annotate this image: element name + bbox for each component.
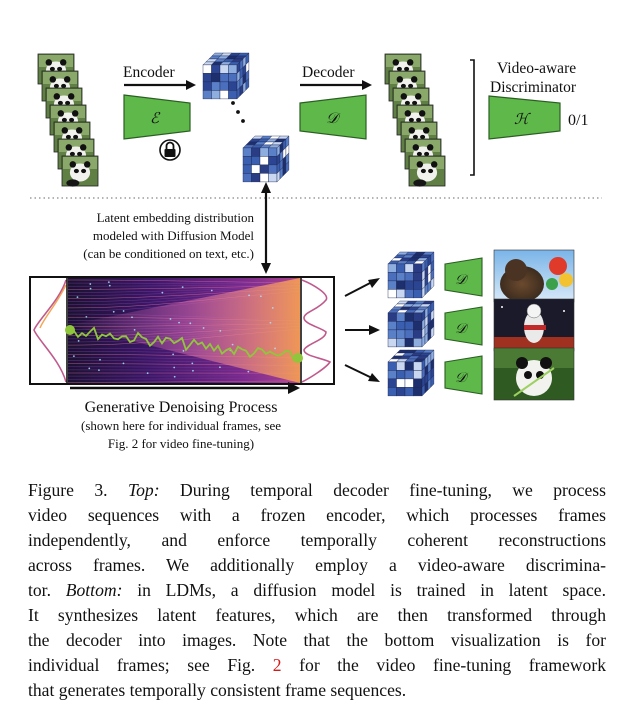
encoder-label: Encoder: [123, 64, 175, 81]
video-frame: [61, 155, 99, 187]
svg-text:𝒟: 𝒟: [455, 272, 469, 288]
sample-row: 𝒟: [387, 298, 575, 352]
caption-line-9: that generates temporally consistent fra…: [28, 680, 407, 700]
decoder-arrow: [300, 80, 372, 90]
decoder-module-sample: 𝒟: [444, 355, 483, 395]
discriminator-title-2: Discriminator: [490, 79, 577, 96]
process-note-1: (shown here for individual frames, see: [81, 418, 281, 433]
caption-line-2: video sequences with a frozen encoder, w…: [28, 505, 606, 525]
caption-line-8: individual frames; see Fig. 2 for the vi…: [28, 655, 606, 675]
panda-eating-image: [493, 347, 575, 401]
figure-caption: Figure 3. Top: During temporal decoder f…: [28, 478, 606, 703]
encoder-arrow: [124, 80, 196, 90]
latent-ellipsis: [231, 101, 245, 123]
latent-note-1: Latent embedding distribution: [97, 210, 255, 225]
frames-bracket: [470, 59, 475, 176]
latent-cube-top-2: [242, 135, 290, 183]
encoder-module: ℰ: [123, 94, 191, 140]
latent-link-arrow: [261, 182, 271, 274]
lock-icon: [159, 139, 181, 161]
decoder-module: 𝒟: [299, 94, 367, 140]
video-frame: [37, 53, 75, 85]
latent-note-3: (can be conditioned on text, etc.): [83, 246, 254, 261]
decoder-label: Decoder: [302, 64, 355, 81]
discriminator-module: ℋ: [488, 95, 561, 140]
figure-2-link[interactable]: 2: [272, 655, 282, 675]
caption-line-5: tor. Bottom: in LDMs, a diffusion model …: [28, 580, 606, 600]
latent-note-2: modeled with Diffusion Model: [93, 228, 255, 243]
encoder-symbol: ℰ: [150, 109, 161, 127]
caption-line-1: Figure 3. Top: During temporal decoder f…: [28, 480, 606, 500]
latent-cube-sample: [387, 300, 435, 348]
caption-line-3: independently, and enforce temporally co…: [28, 530, 606, 550]
bear-with-balloons-image: [493, 249, 575, 303]
denoising-arrow: [70, 382, 300, 394]
sample-row: 𝒟: [387, 347, 575, 401]
sample-row: 𝒟: [387, 249, 575, 303]
process-label: Generative Denoising Process: [85, 399, 278, 416]
video-frame: [408, 155, 446, 187]
svg-text:𝒟: 𝒟: [455, 321, 469, 337]
latent-cube-sample: [387, 349, 435, 397]
decoder-module-sample: 𝒟: [444, 306, 483, 346]
input-frame-stack: [37, 53, 99, 187]
latent-cube-sample: [387, 251, 435, 299]
sample-arrows: [344, 278, 380, 382]
decoder-module-sample: 𝒟: [444, 257, 483, 297]
discriminator-output: 0/1: [568, 112, 588, 129]
figure-3-diagram: Encoder ℰ Decoder: [29, 52, 602, 451]
diffusion-visualization: [29, 276, 335, 385]
decoder-symbol: 𝒟: [326, 109, 341, 127]
output-frame-stack: [384, 53, 446, 187]
caption-line-6: It synthesizes latent features, which ar…: [28, 605, 606, 625]
caption-line-7: the decoder into images. Note that the b…: [28, 630, 606, 650]
astronaut-guitar-image: [493, 298, 575, 352]
caption-line-4: across frames. We additionally employ a …: [28, 555, 606, 575]
svg-text:𝒟: 𝒟: [455, 370, 469, 386]
process-note-2: Fig. 2 for video fine-tuning): [108, 436, 254, 451]
discriminator-title-1: Video-aware: [497, 60, 576, 77]
discriminator-symbol: ℋ: [514, 110, 531, 128]
latent-cube-top-1: [202, 52, 250, 100]
